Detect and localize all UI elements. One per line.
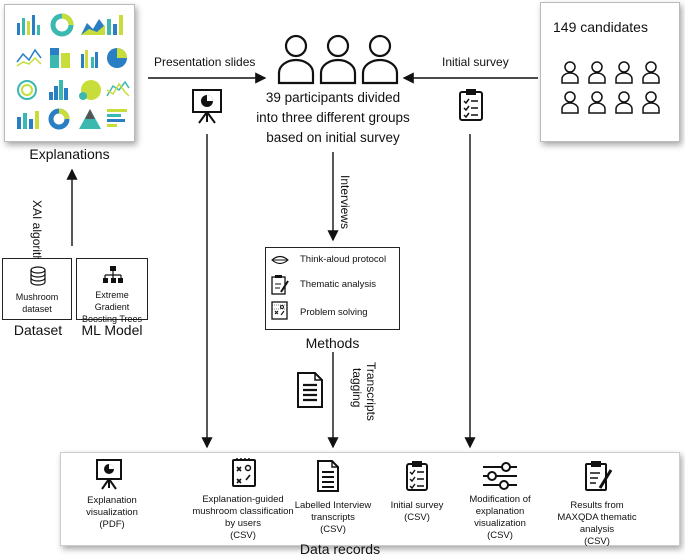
donut-thumbnail — [50, 13, 74, 37]
participants-group-icon — [277, 34, 399, 85]
record-line: MAXQDA thematic — [557, 512, 637, 523]
survey-clipboard-icon — [459, 89, 483, 121]
record-line: Initial survey — [390, 500, 444, 511]
record-item-transcripts: Labelled Interview transcripts (CSV) — [288, 500, 378, 536]
record-line: visualization — [86, 507, 138, 518]
record-line: by users — [225, 518, 261, 529]
method-item-think-aloud: Think-aloud protocol — [300, 254, 387, 265]
record-line: Modification of — [469, 494, 531, 505]
record-item-maxqda: Results from MAXQDA thematic analysis (C… — [552, 500, 642, 548]
presentation-icon — [192, 89, 222, 124]
data-records-panel — [60, 452, 680, 546]
pyramid-thumbnail — [79, 109, 101, 129]
record-line: Explanation — [87, 495, 137, 506]
methods-caption: Methods — [305, 335, 360, 351]
record-strategy-board-icon — [232, 458, 256, 487]
record-line: Results from — [570, 500, 624, 511]
transcripts-label-line2: tagging — [350, 368, 364, 408]
transcript-document-icon — [297, 372, 323, 408]
method-item-thematic: Thematic analysis — [300, 279, 377, 290]
record-line: (CSV) — [487, 530, 513, 541]
radial-thumbnail — [17, 80, 37, 100]
method-item-problem-solving: Problem solving — [300, 307, 368, 318]
transcripts-label: Transcripts tagging — [350, 362, 378, 422]
histogram-thumbnail — [49, 80, 68, 100]
record-line: Labelled Interview — [294, 500, 372, 511]
record-clipboard-pen-icon — [585, 461, 613, 491]
record-presentation-icon — [96, 459, 122, 490]
lips-icon — [271, 255, 289, 265]
bubble-thumbnail — [79, 80, 101, 100]
clipboard-pen-icon — [271, 275, 289, 295]
dataset-text: Mushroom dataset — [15, 292, 59, 314]
participants-text-3: based on initial survey — [266, 130, 400, 145]
participants-text-1: 39 participants divided — [265, 90, 401, 105]
combo-chart-thumbnail — [17, 111, 39, 129]
stacked-bar-thumbnail — [50, 48, 70, 68]
record-item-explanation-visualization: Explanation visualization (PDF) — [72, 495, 152, 531]
record-item-modification: Modification of explanation visualizatio… — [460, 494, 540, 542]
dataset-box: Mushroom dataset — [2, 258, 72, 320]
record-line: (PDF) — [99, 519, 125, 530]
hierarchy-icon — [103, 266, 123, 283]
grouped-bar-thumbnail — [81, 50, 98, 68]
presentation-label: Presentation slides — [154, 55, 256, 69]
ml-model-caption: ML Model — [81, 322, 143, 338]
explanations-panel — [4, 4, 135, 142]
initial-survey-label: Initial survey — [442, 55, 509, 69]
record-line: visualization — [474, 518, 526, 529]
transcripts-label-line1: Transcripts — [364, 362, 378, 421]
record-line: (CSV) — [404, 512, 430, 523]
database-icon — [30, 266, 46, 286]
candidates-people-icon — [561, 61, 660, 114]
ml-model-text: Extreme Gradient Boosting Trees — [81, 290, 143, 324]
explanations-caption: Explanations — [29, 146, 110, 162]
chart-thumbnails — [16, 13, 130, 130]
line-chart-thumbnail — [16, 48, 42, 67]
participants-text-2: into three different groups — [256, 110, 410, 125]
column-chart-thumbnail — [107, 15, 123, 35]
record-line: explanation — [475, 506, 525, 517]
record-line: (CSV) — [584, 536, 610, 547]
record-line: (CSV) — [230, 530, 256, 541]
record-line: analysis — [579, 524, 615, 535]
record-sliders-icon — [483, 462, 517, 490]
methods-box: Think-aloud protocol Thematic analysis P… — [265, 247, 400, 330]
strategy-board-icon — [271, 301, 288, 320]
ml-model-box: Extreme Gradient Boosting Trees — [76, 258, 148, 324]
record-clipboard-icon — [406, 461, 428, 491]
candidates-panel: 149 candidates — [540, 2, 680, 142]
horizontal-bar-thumbnail — [107, 109, 127, 127]
record-document-icon — [317, 460, 339, 492]
ring-thumbnail — [48, 108, 70, 130]
interviews-label: Interviews — [338, 175, 352, 230]
pie-thumbnail — [107, 48, 127, 68]
record-line: (CSV) — [320, 524, 346, 535]
bar-chart-thumbnail — [17, 15, 40, 35]
record-line: transcripts — [311, 512, 355, 523]
dataset-caption: Dataset — [13, 322, 63, 338]
candidates-title: 149 candidates — [553, 19, 648, 35]
multi-line-thumbnail — [106, 80, 130, 97]
record-item-initial-survey: Initial survey (CSV) — [382, 500, 452, 524]
record-line: mushroom classification — [192, 506, 294, 517]
area-chart-thumbnail — [81, 19, 105, 35]
data-records-caption: Data records — [299, 541, 381, 557]
record-line: Explanation-guided — [202, 494, 284, 505]
record-item-classification: Explanation-guided mushroom classificati… — [183, 494, 303, 542]
